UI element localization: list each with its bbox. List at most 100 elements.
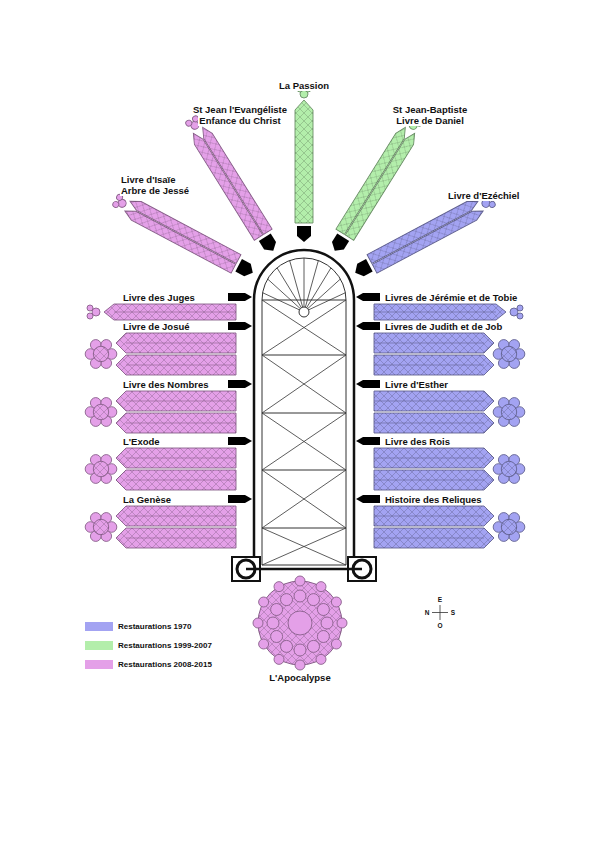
window-label: L'Apocalypse xyxy=(268,672,331,683)
window-tracery xyxy=(87,305,93,311)
window-tracery xyxy=(321,617,333,629)
mullion xyxy=(126,401,236,402)
rib xyxy=(304,293,345,312)
window-lattice xyxy=(501,461,516,476)
window-lattice xyxy=(116,528,236,548)
rib xyxy=(262,355,346,413)
window-tracery xyxy=(517,305,523,311)
direction-arrow xyxy=(356,437,380,445)
window-tracery xyxy=(253,618,263,628)
window-label: Livres de Jérémie et de Tobie xyxy=(384,292,518,303)
window-tracery xyxy=(281,594,293,606)
mullion xyxy=(374,516,484,517)
window-lattice xyxy=(374,528,494,548)
rib xyxy=(262,528,346,565)
rib xyxy=(262,470,346,528)
window-tracery xyxy=(501,461,516,476)
window-tracery xyxy=(317,631,329,643)
mullion xyxy=(374,401,484,402)
apse-window xyxy=(182,113,282,256)
window-lattice xyxy=(104,304,236,320)
mullion xyxy=(374,343,484,344)
window-tracery xyxy=(316,654,326,664)
window-tracery xyxy=(294,590,306,602)
window-label: Arbre de Jessé xyxy=(120,185,190,196)
window-lattice xyxy=(258,581,342,665)
window-lattice xyxy=(93,404,108,419)
apse-window xyxy=(295,86,313,242)
window-lattice xyxy=(93,346,108,361)
rib xyxy=(262,300,346,355)
window-lattice xyxy=(116,355,236,375)
legend-swatch xyxy=(85,622,113,631)
window-tracery xyxy=(259,639,269,649)
window-tracery xyxy=(112,200,120,208)
window-label: Livre d'Esther xyxy=(384,379,449,390)
lancet-window xyxy=(374,413,494,433)
window-lattice xyxy=(501,404,516,419)
lancet-window xyxy=(295,100,313,223)
direction-arrow xyxy=(228,380,252,388)
lancet-window xyxy=(374,528,494,548)
lancet-window xyxy=(116,528,236,548)
apse-window xyxy=(350,190,498,282)
window-tracery xyxy=(317,604,329,616)
window-lattice xyxy=(374,355,494,375)
lancet-window xyxy=(116,506,236,526)
lancet-window xyxy=(116,333,236,353)
compass-letter: N xyxy=(425,609,430,616)
window-lattice xyxy=(501,346,516,361)
window-lattice xyxy=(374,304,506,320)
window-tracery xyxy=(288,611,312,635)
window-tracery xyxy=(501,346,516,361)
window-lattice xyxy=(116,506,236,526)
compass xyxy=(432,612,448,613)
window-lattice xyxy=(116,391,236,411)
rib xyxy=(346,300,347,565)
direction-arrow xyxy=(228,293,252,301)
window-label: Livre d'Ezéchiel xyxy=(447,190,520,201)
window-lattice xyxy=(336,125,410,235)
window-tracery xyxy=(294,644,306,656)
west-wall xyxy=(246,568,362,571)
lancet-window xyxy=(116,355,236,375)
lancet-window xyxy=(374,355,494,375)
window-tracery xyxy=(93,404,108,419)
window-lattice xyxy=(372,207,485,274)
rose-window xyxy=(258,581,342,665)
rib xyxy=(262,528,346,529)
window-tracery xyxy=(271,631,283,643)
rib xyxy=(304,258,305,312)
direction-arrow xyxy=(356,380,380,388)
mullion xyxy=(126,343,236,344)
window-tracery xyxy=(517,313,523,319)
rib xyxy=(262,355,346,356)
compass-letter: S xyxy=(451,609,455,616)
lancet-window xyxy=(374,391,494,411)
nave-wall xyxy=(254,250,354,565)
legend-swatch xyxy=(85,660,113,669)
direction-arrow xyxy=(329,234,349,255)
mullion xyxy=(114,312,236,313)
lancet-window xyxy=(374,506,494,526)
legend-text: Restaurations 1970 xyxy=(118,622,191,632)
rib xyxy=(304,261,318,312)
direction-arrow xyxy=(228,322,252,330)
window-lattice xyxy=(122,207,235,274)
window-lattice xyxy=(374,413,494,433)
window-tracery xyxy=(308,594,320,606)
window-label: Livre d'Isaïe xyxy=(120,174,177,185)
window-label: Livres de Judith et de Job xyxy=(384,321,503,332)
window-lattice xyxy=(93,519,108,534)
window-tracery xyxy=(308,640,320,652)
mullion xyxy=(126,423,236,424)
window-label: Livre des Nombres xyxy=(122,379,210,390)
window-label: La Passion xyxy=(278,80,330,91)
mullion xyxy=(374,458,484,459)
window-tracery xyxy=(331,639,341,649)
window-lattice xyxy=(374,333,494,353)
mullion xyxy=(126,458,236,459)
window-label: La Genèse xyxy=(122,494,172,505)
window-lattice xyxy=(501,519,516,534)
window-lattice xyxy=(116,413,236,433)
